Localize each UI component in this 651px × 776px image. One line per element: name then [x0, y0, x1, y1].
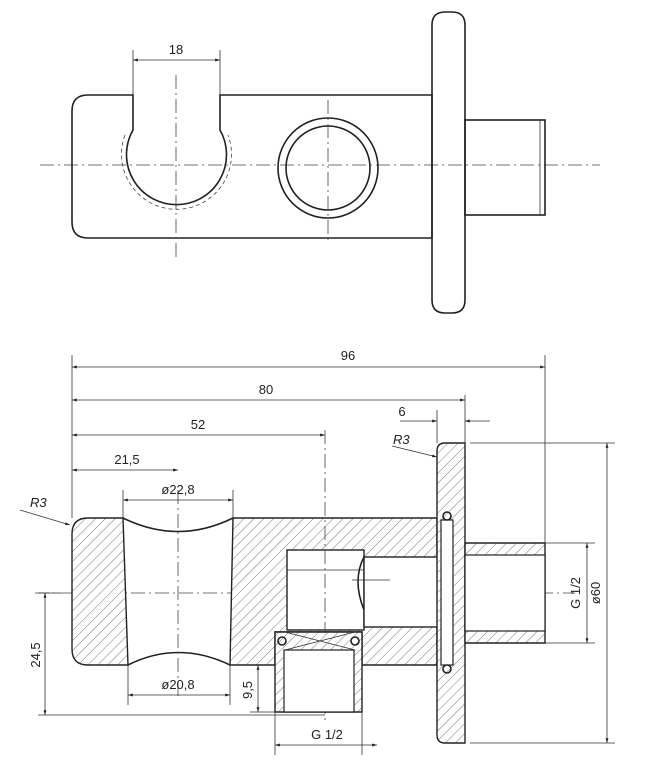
- radius-flange-label: R3: [393, 432, 410, 447]
- dim-80-label: 80: [259, 382, 273, 397]
- thread-inlet-label: G 1/2: [568, 577, 583, 609]
- dim-groove-outer-label: ø22,8: [161, 482, 194, 497]
- thread-outlet-label: G 1/2: [311, 727, 343, 742]
- dim-52-label: 52: [191, 417, 205, 432]
- dim-overall-label: 96: [341, 348, 355, 363]
- dim-groove-inner-label: ø20,8: [161, 677, 194, 692]
- dim-flange-diameter-label: ø60: [588, 582, 603, 604]
- dim-height-label: 24,5: [28, 642, 43, 667]
- radius-left-label: R3: [30, 495, 47, 510]
- dim-21-5-label: 21,5: [114, 452, 139, 467]
- top-view: 18: [40, 11, 600, 314]
- dim-slot-label: 18: [169, 42, 183, 57]
- dim-outlet-length-label: 9,5: [240, 681, 255, 699]
- dim-flange-thickness-label: 6: [398, 404, 405, 419]
- section-view: 96 80 52 21,5 ø22,8 R3 R3 6 ø60 G 1/2 24…: [19, 348, 615, 755]
